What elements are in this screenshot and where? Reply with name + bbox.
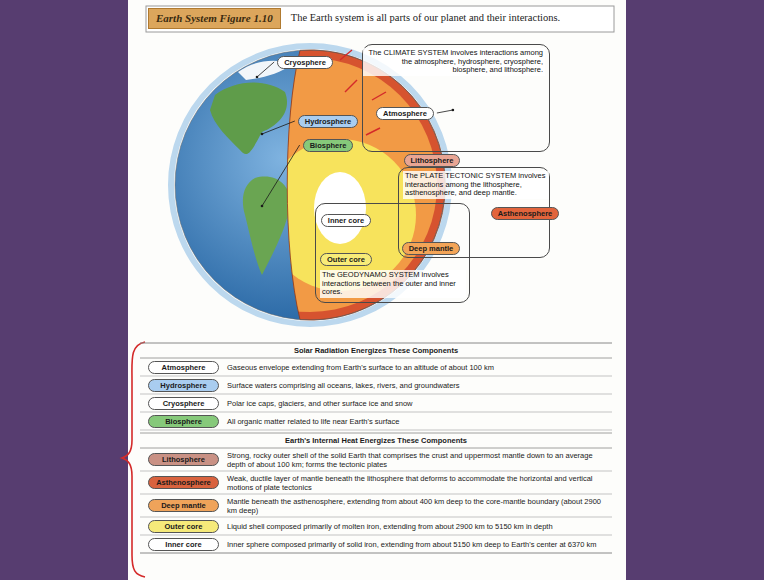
- leader-dot: [261, 205, 264, 208]
- component-description: Strong, rocky outer shell of the solid E…: [227, 451, 608, 469]
- component-name: Asthenosphere: [156, 478, 211, 487]
- system-box: The GEODYNAMO SYSTEM involves interactio…: [315, 203, 470, 303]
- component-description: All organic matter related to life near …: [227, 417, 608, 426]
- component-pill: Deep mantle: [148, 499, 219, 512]
- inner-core-layer: [314, 172, 366, 244]
- component-pill: Atmosphere: [376, 107, 434, 120]
- table-rule: [140, 358, 612, 359]
- component-name: Outer core: [327, 255, 365, 264]
- component-name: Hydrosphere: [160, 381, 206, 390]
- component-pill: Lithosphere: [404, 154, 461, 167]
- table-rule: [140, 494, 612, 495]
- component-name: Outer core: [165, 522, 203, 531]
- annotation-mark: [366, 128, 380, 135]
- figure-caption: The Earth system is all parts of our pla…: [291, 12, 560, 25]
- annotation-mark: [345, 80, 357, 92]
- table-rule: [140, 343, 612, 344]
- continent: [210, 83, 287, 154]
- component-pill: Deep mantle: [402, 242, 461, 255]
- component-description: Weak, ductile layer of mantle beneath th…: [227, 474, 608, 492]
- component-name: Biosphere: [310, 141, 347, 150]
- component-description: Gaseous envelope extending from Earth's …: [227, 363, 608, 372]
- component-pill: Cryosphere: [148, 397, 219, 410]
- annotation-bracket: [122, 342, 145, 577]
- table-rule: [140, 448, 612, 449]
- table-rule: [140, 412, 612, 413]
- table-rule: [140, 553, 612, 554]
- system-description: The PLATE TECTONIC SYSTEM involves inter…: [403, 171, 549, 199]
- system-description: The GEODYNAMO SYSTEM involves interactio…: [320, 270, 466, 298]
- table-rule: [140, 376, 612, 377]
- system-description: The CLIMATE SYSTEM involves interactions…: [363, 48, 545, 76]
- component-name: Asthenosphere: [498, 209, 553, 218]
- component-name: Lithosphere: [411, 156, 454, 165]
- component-pill: Cryosphere: [277, 56, 333, 69]
- leader-dot: [261, 133, 264, 136]
- annotation-mark: [372, 92, 386, 100]
- component-name: Biosphere: [165, 417, 202, 426]
- leader-dot: [256, 76, 259, 79]
- component-name: Inner core: [328, 216, 364, 225]
- table-rule: [140, 535, 612, 536]
- table-rule: [140, 517, 612, 518]
- component-name: Deep mantle: [409, 244, 454, 253]
- component-description: Polar ice caps, glaciers, and other surf…: [227, 399, 608, 408]
- leader-line: [262, 121, 295, 134]
- component-pill: Inner core: [148, 538, 219, 551]
- component-pill: Asthenosphere: [491, 207, 560, 220]
- leader-line: [437, 110, 453, 113]
- component-pill: Atmosphere: [148, 361, 219, 374]
- annotation-mark: [340, 50, 352, 60]
- component-description: Surface waters comprising all oceans, la…: [227, 381, 608, 390]
- table-rule: [140, 430, 612, 431]
- component-pill: Biosphere: [303, 139, 354, 152]
- section-heading: Earth's Internal Heat Energizes These Co…: [140, 436, 612, 445]
- component-pill: Hydrosphere: [298, 115, 358, 128]
- component-pill: Asthenosphere: [148, 476, 219, 489]
- component-description: Liquid shell composed primarily of molte…: [227, 522, 608, 531]
- leader-line: [262, 145, 300, 206]
- leader-dot: [452, 109, 455, 112]
- component-name: Atmosphere: [162, 363, 206, 372]
- component-name: Lithosphere: [162, 455, 205, 464]
- component-pill: Biosphere: [148, 415, 219, 428]
- system-box: The CLIMATE SYSTEM involves interactions…: [362, 44, 550, 152]
- component-name: Deep mantle: [161, 501, 206, 510]
- component-description: Inner sphere composed primarily of solid…: [227, 540, 608, 549]
- leader-line: [257, 62, 274, 77]
- component-name: Inner core: [165, 540, 201, 549]
- component-pill: Outer core: [148, 520, 219, 533]
- component-pill: Hydrosphere: [148, 379, 219, 392]
- page-sheet: [128, 0, 626, 580]
- component-pill: Outer core: [320, 253, 372, 266]
- title-bar: [146, 6, 614, 32]
- outer-core-layer: [264, 139, 416, 291]
- component-pill: Lithosphere: [148, 453, 219, 466]
- table-rule: [140, 394, 612, 395]
- component-name: Hydrosphere: [305, 117, 351, 126]
- component-name: Atmosphere: [383, 109, 427, 118]
- component-name: Cryosphere: [163, 399, 205, 408]
- component-pill: Inner core: [321, 214, 371, 227]
- figure-title: Earth System Figure 1.10: [148, 8, 281, 29]
- table-rule: [140, 471, 612, 472]
- table-rule: [140, 433, 612, 434]
- component-description: Mantle beneath the asthenosphere, extend…: [227, 497, 608, 515]
- section-heading: Solar Radiation Energizes These Componen…: [140, 346, 612, 355]
- component-name: Cryosphere: [284, 58, 326, 67]
- continent: [243, 177, 290, 275]
